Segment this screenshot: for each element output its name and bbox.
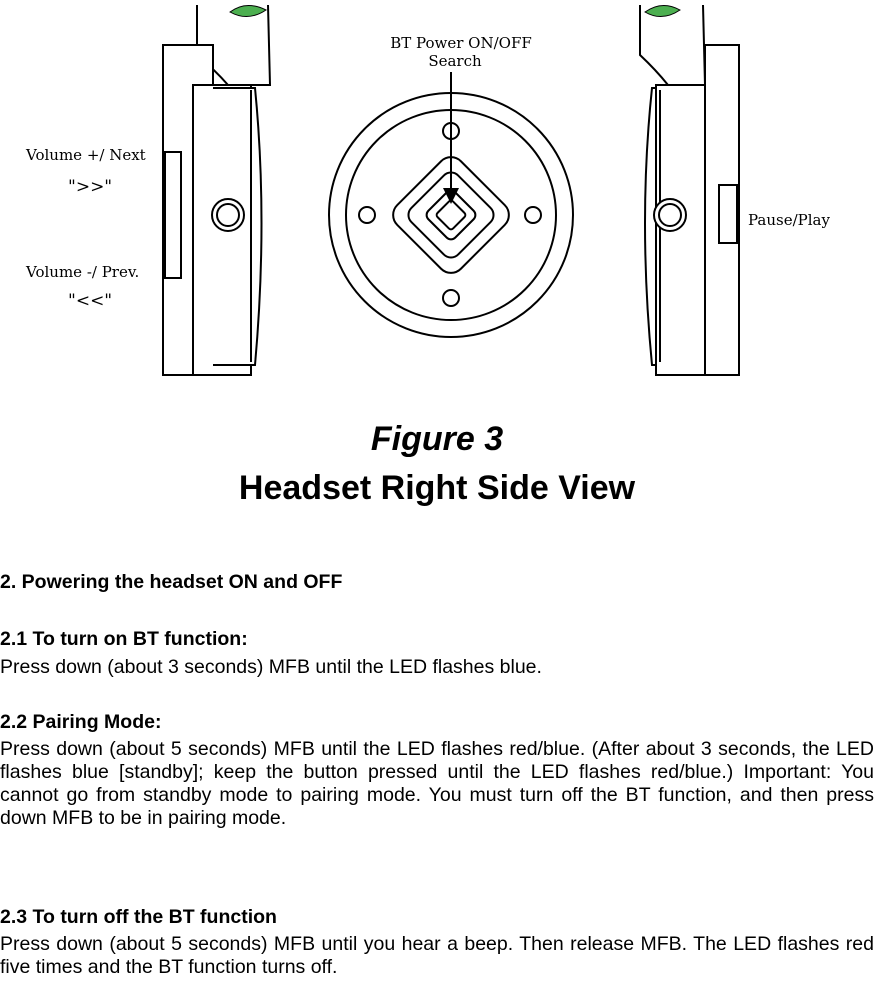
section-bt-off-body: Press down (about 5 seconds) MFB until y… — [0, 933, 874, 978]
left-side-view — [162, 4, 272, 376]
right-headband — [639, 4, 707, 86]
left-led-indicator — [229, 5, 267, 17]
next-symbol-label: ">>" — [68, 177, 112, 197]
volume-rocker-button — [164, 151, 182, 279]
center-front-view — [328, 72, 574, 338]
section-bt-on-body: Press down (about 3 seconds) MFB until t… — [0, 656, 542, 678]
section-powering-heading: 2. Powering the headset ON and OFF — [0, 571, 343, 593]
left-dot-button — [358, 206, 376, 224]
prev-symbol-label: "<<" — [68, 291, 112, 311]
section-bt-off-heading: 2.3 To turn off the BT function — [0, 906, 277, 928]
headset-diagram-svg: BT Power ON/OFF Search Volume +/ Next ">… — [25, 4, 830, 376]
right-dot-button — [524, 206, 542, 224]
pause-play-label: Pause/Play — [748, 211, 830, 229]
volume-down-label: Volume -/ Prev. — [25, 263, 139, 281]
bt-power-label: BT Power ON/OFF — [390, 34, 532, 52]
section-pairing-body: Press down (about 5 seconds) MFB until t… — [0, 738, 874, 829]
section-pairing-heading: 2.2 Pairing Mode: — [0, 711, 162, 733]
bottom-dot-button — [442, 289, 460, 307]
section-bt-on-heading: 2.1 To turn on BT function: — [0, 628, 248, 650]
search-label: Search — [428, 52, 482, 70]
right-led-indicator — [644, 5, 681, 17]
volume-up-label: Volume +/ Next — [25, 146, 146, 164]
figure-number: Figure 3 — [370, 420, 504, 458]
figure-title: Headset Right Side View — [238, 469, 636, 507]
headset-diagram: BT Power ON/OFF Search Volume +/ Next ">… — [0, 0, 874, 400]
pause-play-button — [718, 184, 738, 244]
right-side-view — [639, 4, 740, 376]
